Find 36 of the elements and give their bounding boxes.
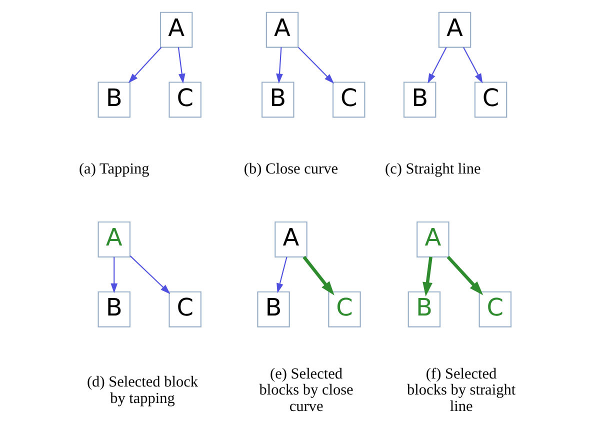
label: (d) Selected block by tapping bbox=[86, 374, 198, 407]
node-box: A bbox=[416, 221, 450, 258]
arrow bbox=[128, 46, 162, 84]
node-box: B bbox=[257, 291, 290, 328]
node-box: B bbox=[98, 82, 130, 118]
node-box: C bbox=[478, 291, 512, 328]
arrow bbox=[463, 47, 483, 84]
node-box: C bbox=[168, 291, 202, 328]
node-box: C bbox=[168, 82, 202, 118]
node-box: B bbox=[408, 291, 441, 328]
label: (f) Selected blocks by straight line bbox=[407, 365, 516, 416]
arrow bbox=[276, 47, 283, 84]
arrow bbox=[302, 256, 334, 296]
arrow bbox=[110, 256, 118, 294]
node-box: A bbox=[266, 12, 299, 48]
node-box: B bbox=[403, 82, 436, 118]
node-box: B bbox=[262, 82, 294, 118]
arrow bbox=[422, 256, 432, 296]
arrow bbox=[446, 256, 484, 296]
label: (e) Selected blocks by close curve bbox=[259, 365, 354, 416]
arrow bbox=[276, 256, 288, 294]
node-box: C bbox=[474, 82, 508, 118]
arrow bbox=[298, 46, 334, 84]
arrow bbox=[428, 47, 447, 84]
node-box: C bbox=[332, 82, 366, 118]
label: (b) Close curve bbox=[244, 160, 338, 178]
arrow bbox=[130, 256, 170, 294]
arrow bbox=[178, 47, 186, 84]
node-box: A bbox=[438, 12, 472, 48]
label: (c) Straight line bbox=[385, 160, 481, 178]
node-box: A bbox=[274, 221, 308, 258]
node-box: B bbox=[98, 291, 130, 328]
node-box: A bbox=[160, 12, 193, 48]
label: (a) Tapping bbox=[78, 160, 150, 178]
node-box: A bbox=[98, 221, 130, 258]
node-box: C bbox=[328, 291, 361, 328]
